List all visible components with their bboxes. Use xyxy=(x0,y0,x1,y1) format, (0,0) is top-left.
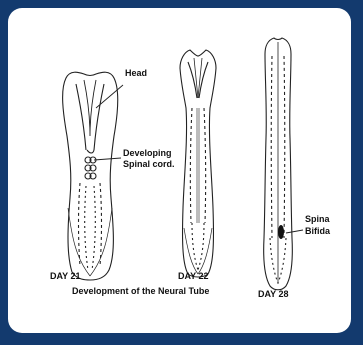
spinal-cord-label: Spinal cord. xyxy=(123,159,175,170)
figure-panel: Head Developing Spinal cord. Spina Bifid… xyxy=(8,8,351,333)
embryo-day-21 xyxy=(63,72,118,280)
developing-label: Developing xyxy=(123,148,172,159)
neural-tube-diagram xyxy=(8,8,351,333)
day-28-label: DAY 28 xyxy=(258,289,289,300)
day-21-label: DAY 21 xyxy=(50,271,81,282)
spina-bifida-lesion xyxy=(278,225,284,239)
spinal-leader xyxy=(94,158,121,160)
embryo-day-22 xyxy=(180,50,216,277)
head-leader xyxy=(96,85,123,108)
embryo-day-28 xyxy=(264,38,293,290)
bifida-label: Bifida xyxy=(305,226,330,237)
spina-label: Spina xyxy=(305,214,330,225)
day-22-label: DAY 22 xyxy=(178,271,209,282)
figure-caption: Development of the Neural Tube xyxy=(72,286,209,297)
head-label: Head xyxy=(125,68,147,79)
spina-bifida-leader xyxy=(286,230,303,233)
